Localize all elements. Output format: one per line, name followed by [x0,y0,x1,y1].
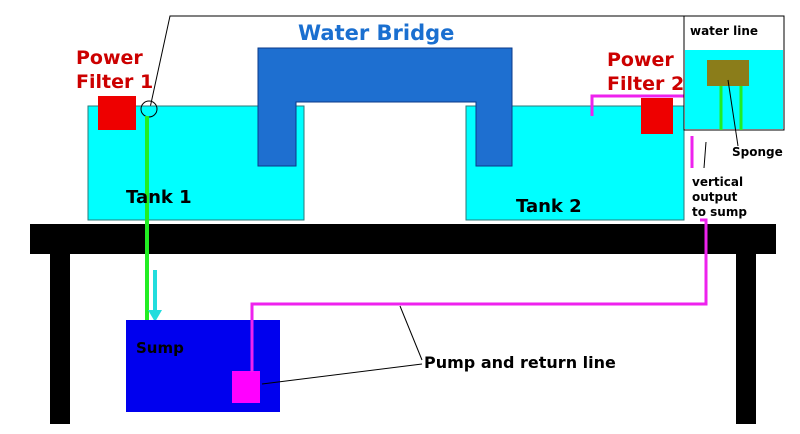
table-leg-right [736,254,756,424]
label-filter-1-line2: Filter 1 [76,71,153,93]
label-vertical-output-3: to sump [692,205,747,219]
pump [232,371,260,403]
return-line [250,218,708,372]
pump-pointer-2 [261,363,423,385]
label-sponge: Sponge [732,145,783,159]
label-pump-return: Pump and return line [424,353,616,372]
vertical-pointer [703,141,707,169]
label-vertical-output-2: output [692,190,738,204]
tank2-inlet-line [590,94,684,116]
callout-line-filter1 [149,15,684,109]
table-leg-left [50,254,70,424]
table-top [30,224,776,254]
sponge-pointer [727,79,739,147]
label-tank-1: Tank 1 [126,187,192,208]
pump-pointer-1 [399,305,423,361]
water-bridge [257,47,513,167]
label-filter-2-line1: Power [607,49,674,71]
flow-arrow-head [148,310,162,322]
title-water-bridge: Water Bridge [298,21,454,45]
label-vertical-output-1: vertical [692,175,743,189]
label-sump: Sump [136,339,184,357]
label-filter-2-line2: Filter 2 [607,73,684,95]
label-tank-2: Tank 2 [516,196,582,217]
power-filter-1 [98,96,136,130]
label-water-line: water line [690,24,758,38]
power-filter-2 [641,98,673,134]
label-filter-1-line1: Power [76,47,143,69]
